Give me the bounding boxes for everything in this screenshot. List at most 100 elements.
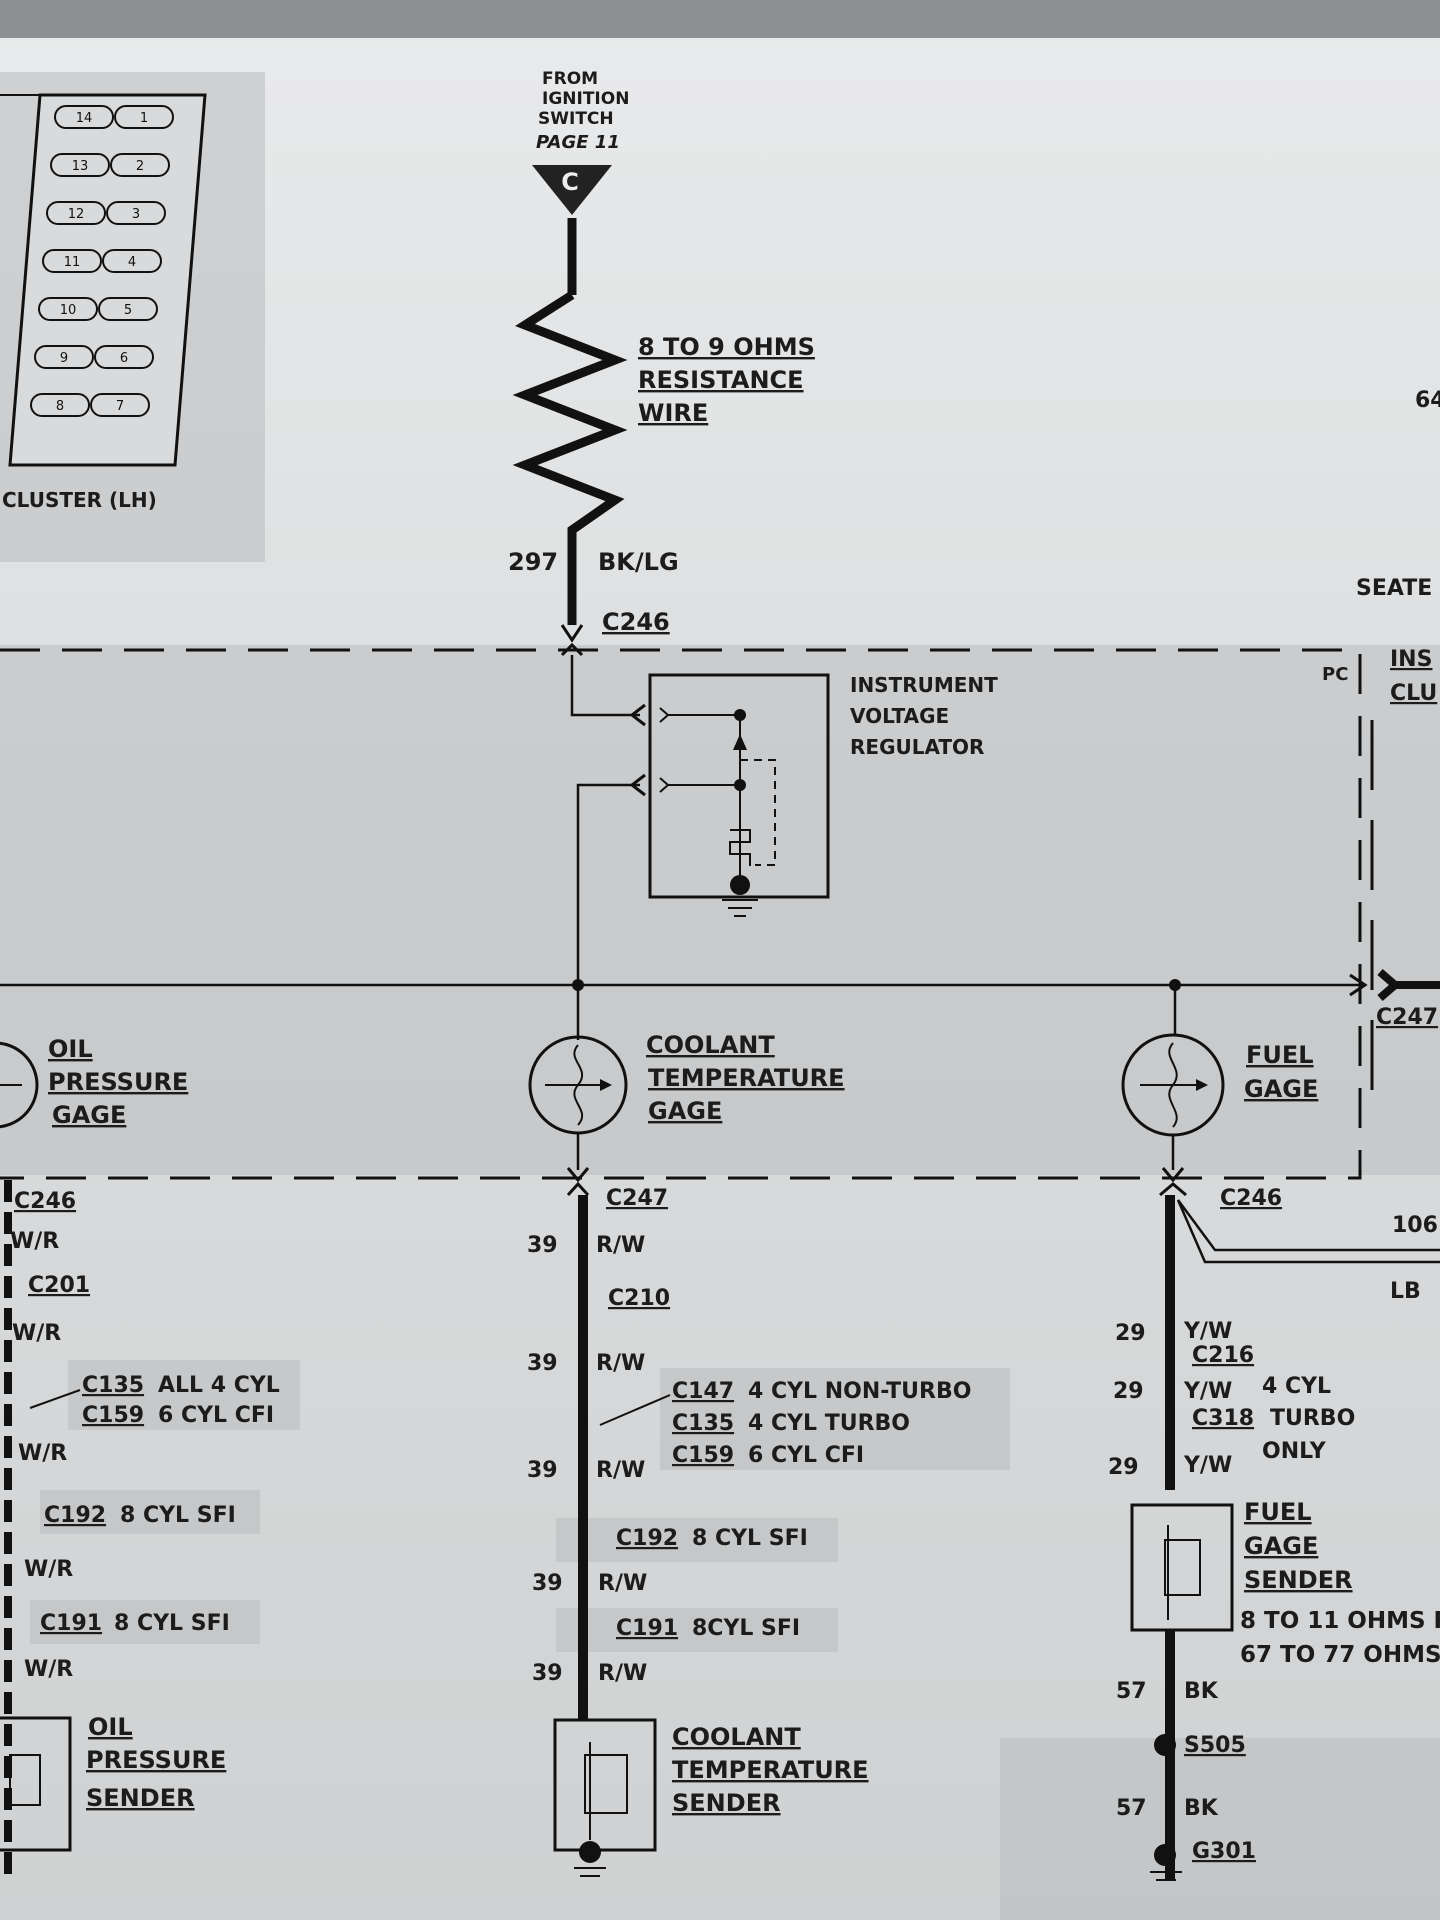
coolant-sender-label-3: SENDER <box>672 1789 781 1817</box>
source-line-2: IGNITION <box>542 89 629 109</box>
edge-clu: CLU <box>1390 681 1437 706</box>
cluster-pin-right-outline <box>98 297 158 321</box>
coolant-sender-label-1: COOLANT <box>672 1723 801 1751</box>
voltage-regulator <box>629 673 830 917</box>
regulator-label-2: VOLTAGE <box>850 704 949 728</box>
yw-1: Y/W <box>1183 1319 1232 1344</box>
s505-label: S505 <box>1184 1733 1246 1758</box>
rw-5: R/W <box>598 1661 647 1686</box>
oil-sender-label-2: PRESSURE <box>86 1746 226 1774</box>
c159-center-note: 6 CYL CFI <box>748 1443 864 1468</box>
coolant-gage-label-3: GAGE <box>648 1097 722 1125</box>
circuit-106: 106 <box>1392 1213 1438 1238</box>
cluster-pin-left: 10 <box>60 303 77 318</box>
rw-1: R/W <box>596 1233 645 1258</box>
left-c135-shade <box>68 1360 300 1430</box>
c57-1: 57 <box>1116 1679 1147 1704</box>
cluster-pin-right: 5 <box>124 303 132 318</box>
c135-center-note: 4 CYL TURBO <box>748 1411 910 1436</box>
left-wr-2: W/R <box>12 1321 61 1346</box>
lb-branch-wire <box>1176 1199 1440 1252</box>
fuel-gage-label-2: GAGE <box>1244 1075 1318 1103</box>
rw-2: R/W <box>596 1351 645 1376</box>
c39-3: 39 <box>527 1458 558 1483</box>
c29-2: 29 <box>1113 1379 1144 1404</box>
cluster-pin-left-outline <box>50 153 110 177</box>
c246-right-connector <box>1159 1167 1187 1197</box>
left-c191-note: 8 CYL SFI <box>114 1611 230 1636</box>
coolant-gage-label-1: COOLANT <box>646 1031 775 1059</box>
oil-gage-label-1: OIL <box>48 1035 93 1063</box>
cluster-pin-left-outline <box>54 105 114 129</box>
c39-2: 39 <box>527 1351 558 1376</box>
cluster-pin-right: 7 <box>116 399 124 414</box>
note-turbo: TURBO <box>1270 1406 1355 1431</box>
resistor-label-1: 8 TO 9 OHMS <box>638 333 815 361</box>
left-c246: C246 <box>14 1189 76 1214</box>
c247-center-label: C247 <box>606 1186 668 1211</box>
regulator-label-1: INSTRUMENT <box>850 673 998 697</box>
left-wr-3: W/R <box>18 1441 67 1466</box>
cluster-pin-right: 6 <box>120 351 128 366</box>
fuel-sender-label-1: FUEL <box>1244 1498 1312 1526</box>
cluster-pin-left: 9 <box>60 351 68 366</box>
left-c135-code: C135 <box>82 1373 144 1398</box>
fuel-sender-label-2: GAGE <box>1244 1532 1318 1560</box>
edge-pc: PC <box>1322 664 1348 685</box>
yw-3: Y/W <box>1183 1453 1232 1478</box>
note-4cyl: 4 CYL <box>1262 1374 1331 1399</box>
left-wr-5: W/R <box>24 1657 73 1682</box>
c159-center-code: C159 <box>672 1443 734 1468</box>
instrument-cluster-shade <box>0 645 1440 1175</box>
cluster-boundary <box>0 648 1362 1180</box>
cluster-pin-right: 4 <box>128 255 136 270</box>
cluster-pin-left-outline <box>46 201 106 225</box>
cluster-pin-right-outline <box>110 153 170 177</box>
cluster-pin-left-outline <box>38 297 98 321</box>
bottom-right-shade <box>1000 1738 1440 1920</box>
cluster-pin-left-outline <box>34 345 94 369</box>
circuit-297: 297 <box>508 548 558 576</box>
edge-c247: C247 <box>1376 1005 1438 1030</box>
c135-center-code: C135 <box>672 1411 734 1436</box>
regulator-label-3: REGULATOR <box>850 735 984 759</box>
source-line-1: FROM <box>542 69 598 89</box>
c57-2: 57 <box>1116 1796 1147 1821</box>
oil-sender-label-3: SENDER <box>86 1784 195 1812</box>
resistor-label-2: RESISTANCE <box>638 366 804 394</box>
coolant-sender-label-2: TEMPERATURE <box>672 1756 869 1784</box>
fuel-gage-sender <box>1130 1503 1234 1881</box>
regulator-output-wire <box>576 783 640 985</box>
coolant-temperature-sender <box>553 1718 657 1877</box>
left-c135-leader <box>29 1389 81 1409</box>
c39-4: 39 <box>532 1571 563 1596</box>
center-c147-shade <box>660 1368 1010 1470</box>
fuel-gage-label-1: FUEL <box>1246 1041 1314 1069</box>
fuel-ohms-2: 67 TO 77 OHMS <box>1240 1642 1440 1668</box>
rw-4: R/W <box>598 1571 647 1596</box>
c39-5: 39 <box>532 1661 563 1686</box>
left-c191-code: C191 <box>40 1611 102 1636</box>
cluster-pin-right-outline <box>90 393 150 417</box>
cluster-pin-left-outline <box>30 393 90 417</box>
c29-1: 29 <box>1115 1321 1146 1346</box>
oil-pressure-gage <box>0 1041 39 1129</box>
edge-64: 64 <box>1415 388 1440 413</box>
bus-arrow <box>1349 973 1368 997</box>
rw-3: R/W <box>596 1458 645 1483</box>
cluster-label: CLUSTER (LH) <box>2 488 157 512</box>
lb-branch-wire-2 <box>1176 1199 1440 1264</box>
g301-label: G301 <box>1192 1839 1256 1864</box>
left-c192-note: 8 CYL SFI <box>120 1503 236 1528</box>
oil-sender-label-1: OIL <box>88 1713 133 1741</box>
cluster-pin-left-outline <box>42 249 102 273</box>
left-c201: C201 <box>28 1273 90 1298</box>
resistor-label-3: WIRE <box>638 399 708 427</box>
c191-center-code: C191 <box>616 1616 678 1641</box>
color-bk-lg: BK/LG <box>598 548 679 576</box>
cluster-pin-right: 3 <box>132 207 140 222</box>
resistance-wire <box>512 291 628 625</box>
c191-center-note: 8CYL SFI <box>692 1616 800 1641</box>
